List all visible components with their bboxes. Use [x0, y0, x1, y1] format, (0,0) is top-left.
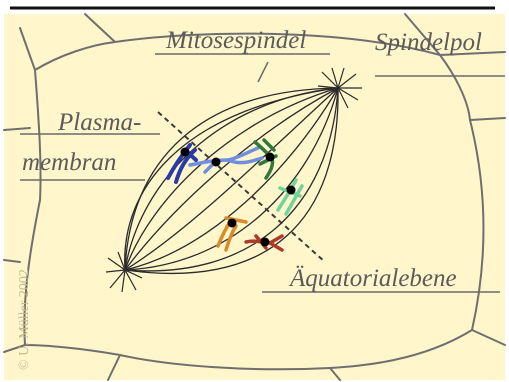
chromosomes [166, 138, 304, 252]
label-leader-lines [20, 53, 505, 293]
centromere [227, 218, 237, 228]
centromere [211, 157, 221, 167]
cell-plasma-membrane [23, 32, 485, 371]
mitosespindel-pointer [257, 61, 269, 83]
centromere [260, 237, 270, 247]
centromere [286, 185, 296, 195]
plasmamembran-label-line2: membran [22, 149, 116, 176]
cell-background [4, 14, 505, 380]
spindle-pole-top [317, 67, 362, 109]
spindle-pole-bottom [105, 251, 143, 293]
mitosespindel-label: Mitosespindel [165, 27, 306, 54]
spindelpol-label: Spindelpol [375, 29, 482, 56]
neighbor-cell-outlines [3, 13, 506, 381]
copyright-notice: © U. Müller 2002 [17, 269, 32, 370]
plasmamembran-label-line1: Plasma- [57, 109, 141, 136]
centromere [180, 147, 190, 157]
equatorial-plane-line [157, 111, 326, 263]
centromere [265, 152, 275, 162]
aequatorialebene-label: Äquatorialebene [288, 265, 457, 292]
chromosome-light-blue [188, 146, 264, 174]
